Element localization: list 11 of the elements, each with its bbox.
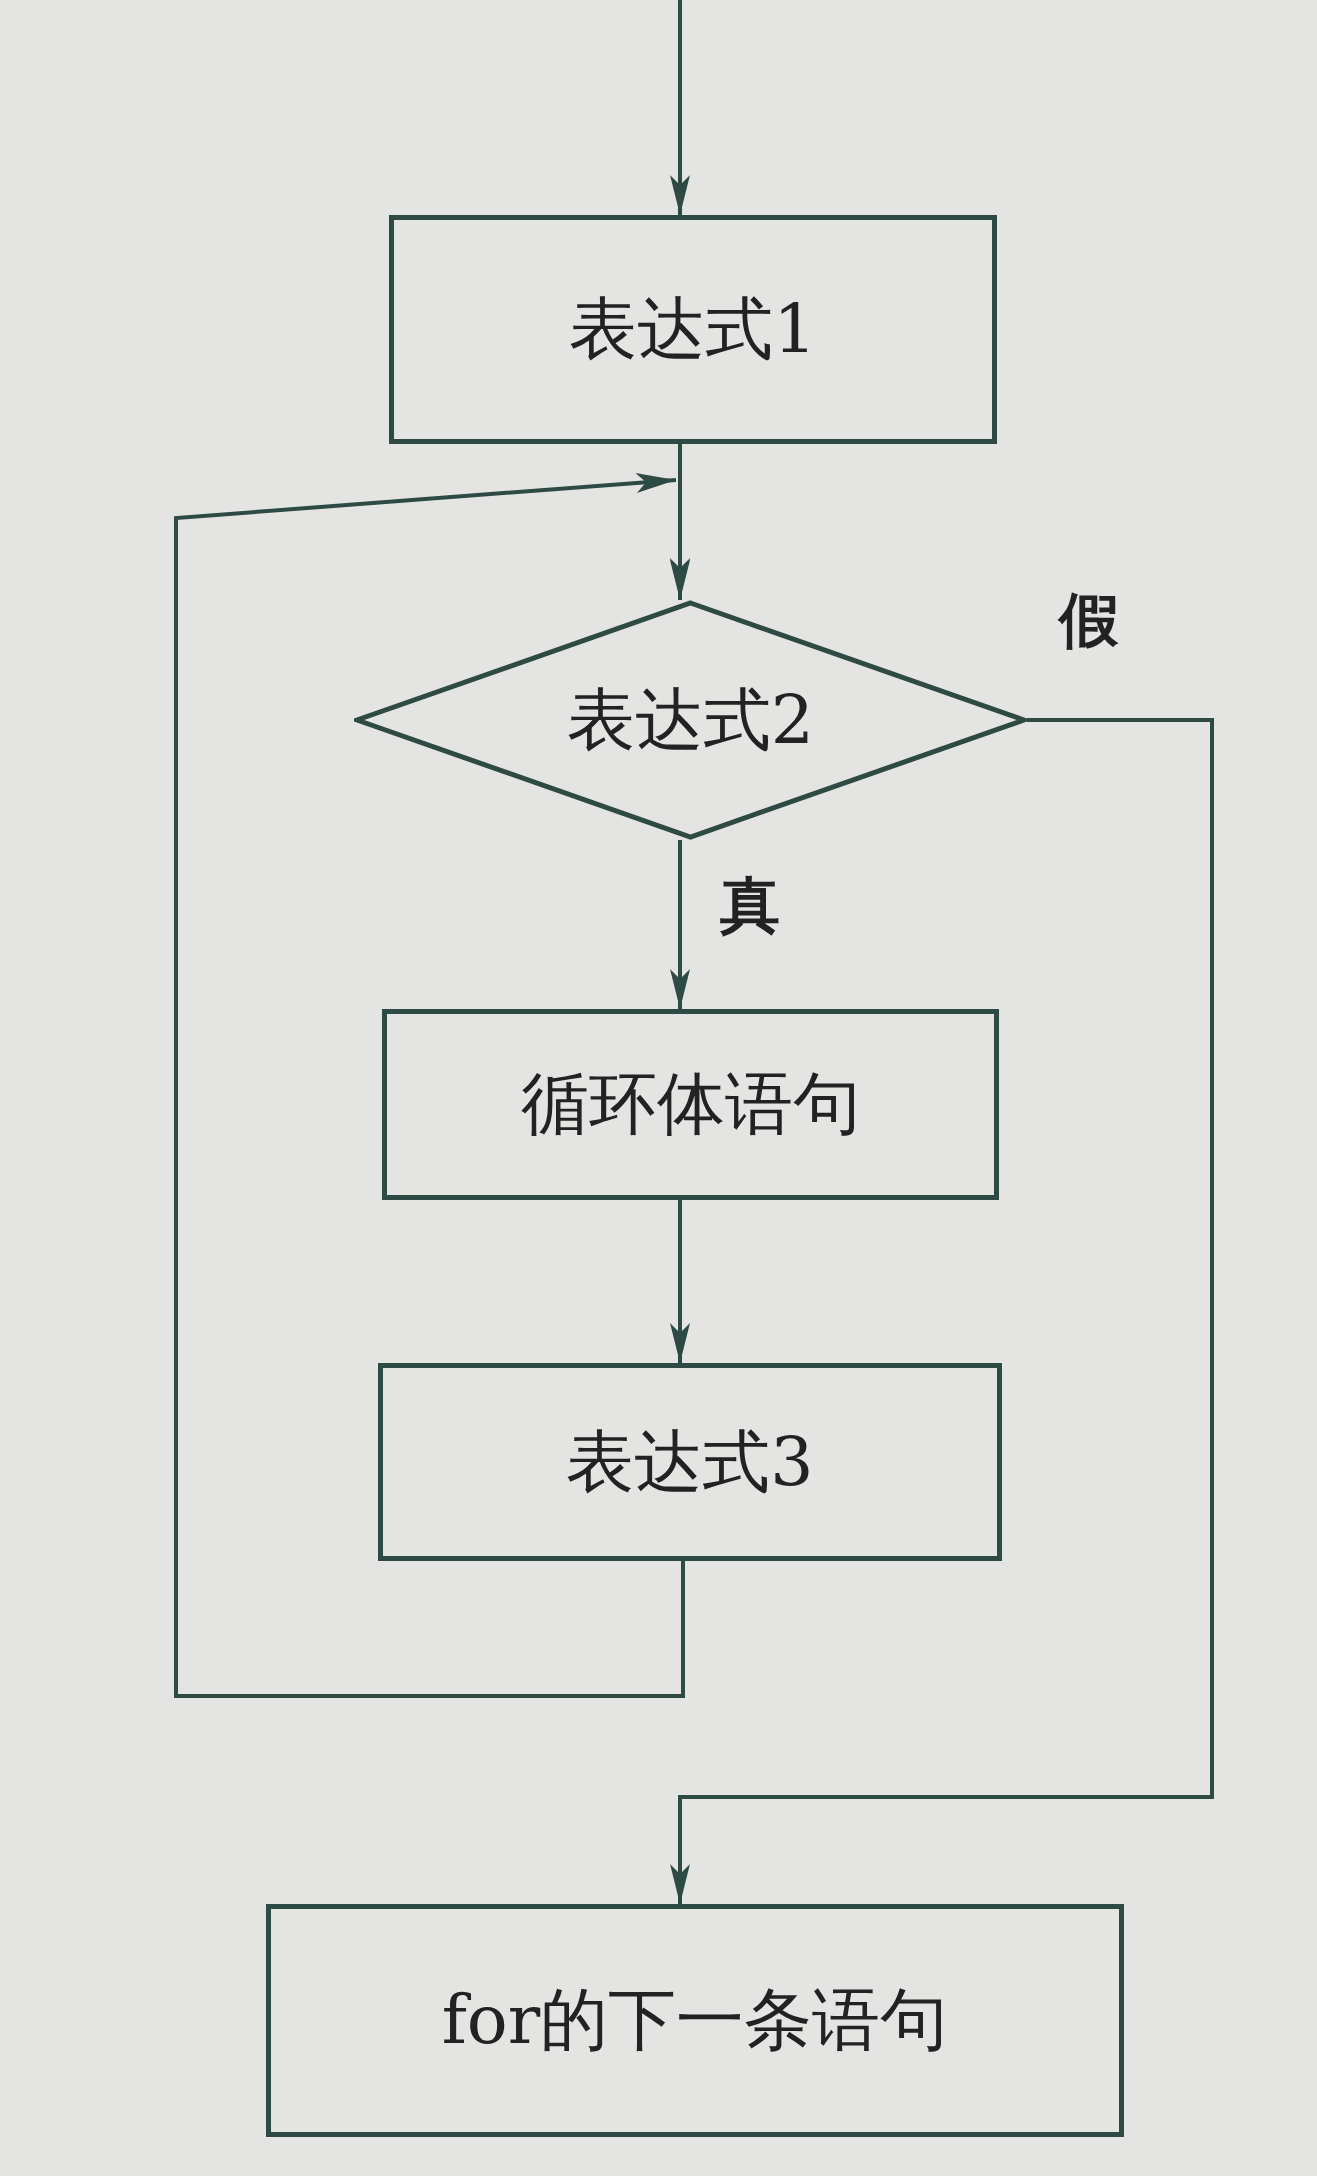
arrow [670, 1200, 690, 1363]
arrow [670, 444, 690, 600]
arrow [670, 0, 690, 215]
process-box: for的下一条语句 [266, 1904, 1124, 2137]
process-box: 表达式3 [378, 1363, 1002, 1561]
decision-diamond: 表达式2 [354, 600, 1027, 840]
arrow [670, 840, 690, 1009]
arrow [174, 473, 690, 1698]
arrow [670, 718, 1214, 1904]
process-box: 循环体语句 [382, 1009, 999, 1200]
process-box: 表达式1 [389, 215, 997, 444]
